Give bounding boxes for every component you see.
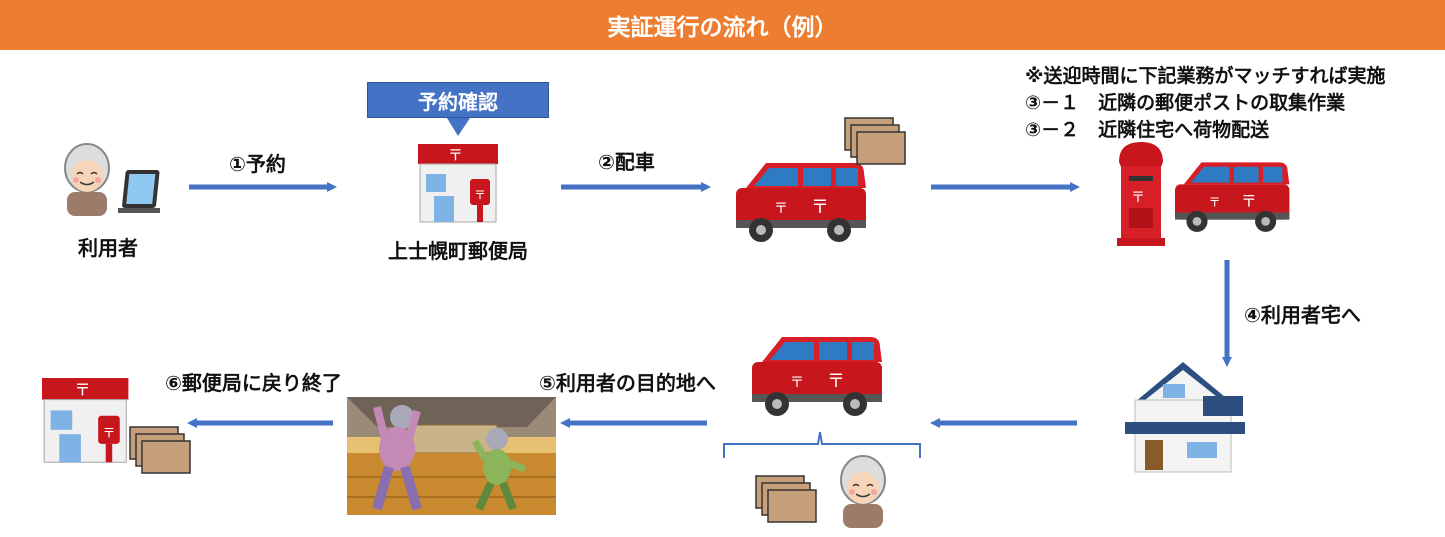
- page-title: 実証運行の流れ（例）: [607, 15, 838, 41]
- step-dispatch-label: ②配車: [598, 150, 655, 174]
- post-office-icon-2: [41, 377, 129, 463]
- mailbox-icon: 〒: [1117, 142, 1165, 246]
- packages-icon: [844, 117, 906, 165]
- postal-van-icon-2: [1175, 162, 1290, 232]
- elderly-user-icon: [64, 143, 110, 217]
- group-brace: [723, 431, 921, 458]
- laptop-icon: [118, 170, 160, 213]
- step-to-home-label: ④利用者宅へ: [1244, 303, 1361, 327]
- step-reserve-label: ①予約: [229, 152, 286, 176]
- task-note-line3: ③－２ 近隣住宅へ荷物配送: [1025, 119, 1270, 141]
- reservation-check-label: 予約確認: [418, 89, 498, 114]
- packages-icon-3: [129, 426, 191, 474]
- gym-exercise-image: [347, 397, 556, 515]
- step-return-label: ⑥郵便局に戻り終了: [165, 371, 342, 395]
- postal-van-icon: [736, 163, 866, 242]
- house-icon: [1125, 362, 1245, 473]
- packages-icon-2: [755, 475, 817, 523]
- svg-text:〒: 〒: [1131, 190, 1145, 206]
- task-note-line2: ③－１ 近隣の郵便ポストの取集作業: [1025, 92, 1346, 114]
- step-to-destination-label: ⑤利用者の目的地へ: [539, 371, 716, 395]
- postal-van-icon-3: [752, 337, 882, 416]
- user-label: 利用者: [78, 236, 138, 260]
- title-bar: 実証運行の流れ（例）: [0, 0, 1445, 50]
- elderly-user-icon-2: [840, 455, 886, 529]
- post-office-icon: [417, 143, 499, 223]
- reservation-check-box: 予約確認: [367, 82, 549, 118]
- task-note-line1: ※送迎時間に下記業務がマッチすれば実施: [1025, 65, 1386, 87]
- check-pointer-icon: [447, 118, 470, 136]
- post-office-label: 上士幌町郵便局: [388, 239, 528, 263]
